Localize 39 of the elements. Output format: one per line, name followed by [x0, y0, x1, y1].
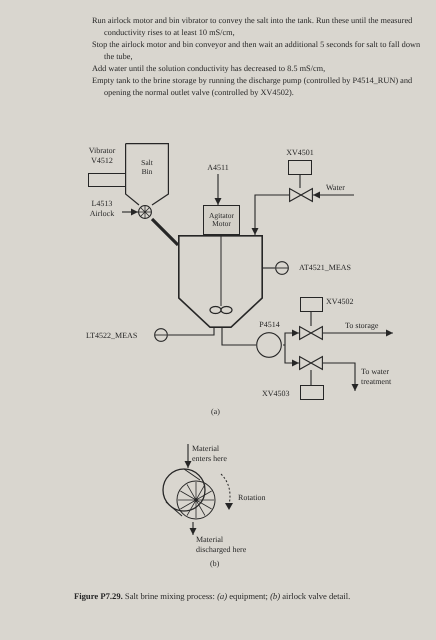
process-label: A4511	[203, 163, 233, 174]
flow-arrow	[252, 194, 289, 235]
process-label: Material discharged here	[191, 535, 255, 557]
pipe-line	[221, 328, 256, 346]
flow-arrow	[122, 208, 138, 216]
flow-arrow	[313, 192, 354, 198]
pipe-line	[263, 267, 275, 269]
instruction-text: Stop the airlock motor and bin conveyor and then wait an additional 5 seconds for salt to fall down the tube,	[92, 39, 422, 63]
tag-label: P4514	[258, 320, 281, 330]
instruction-text: Add water until the solution conductivity has decreased to 8.5 mS/cm,	[92, 63, 326, 75]
flow-arrow	[184, 444, 192, 468]
process-label: To water treatment	[355, 367, 407, 391]
panel-label: (b)	[210, 559, 220, 569]
pipe-line	[299, 175, 301, 188]
flow-arrow	[283, 344, 299, 366]
tag-label: AT4521_MEAS	[299, 263, 352, 272]
figure-caption: Figure P7.29. Salt brine mixing process: (a) equipment; (b) airlock valve detail.	[74, 591, 352, 601]
pipe-line	[150, 218, 180, 246]
rotation-label: Rotation	[238, 493, 266, 503]
panel-label: (a)	[211, 407, 220, 417]
pipe-line	[310, 370, 312, 385]
instruction-text: Run airlock motor and bin vibrator to convey the salt into the tank. Run these until the measured conductivity rises to at least 10 mS/cm,	[92, 15, 414, 39]
process-label: Water	[326, 183, 354, 195]
flow-arrow	[214, 174, 222, 205]
tag-label: XV4502	[326, 297, 354, 306]
instruction-text: Empty tank to the brine storage by running the discharge pump (controlled by P4514_RUN) and opening the normal outlet valve (controlled by XV4502).	[92, 75, 414, 99]
tag-label: XV4501	[286, 148, 314, 158]
equipment-label: Vibrator V4512	[88, 146, 116, 165]
flow-arrow	[323, 362, 358, 391]
tag-label: XV4503	[262, 389, 290, 398]
pipe-line	[310, 312, 312, 326]
flow-arrow	[190, 522, 196, 535]
process-label: To storage	[345, 321, 393, 333]
tag-label: LT4522_MEAS	[86, 331, 138, 340]
flow-arrow	[283, 330, 299, 346]
process-label: L4513 Airlock	[82, 199, 122, 221]
pipe-line	[168, 328, 215, 336]
process-label: Material enters here	[186, 444, 232, 466]
flow-arrow	[323, 330, 393, 336]
